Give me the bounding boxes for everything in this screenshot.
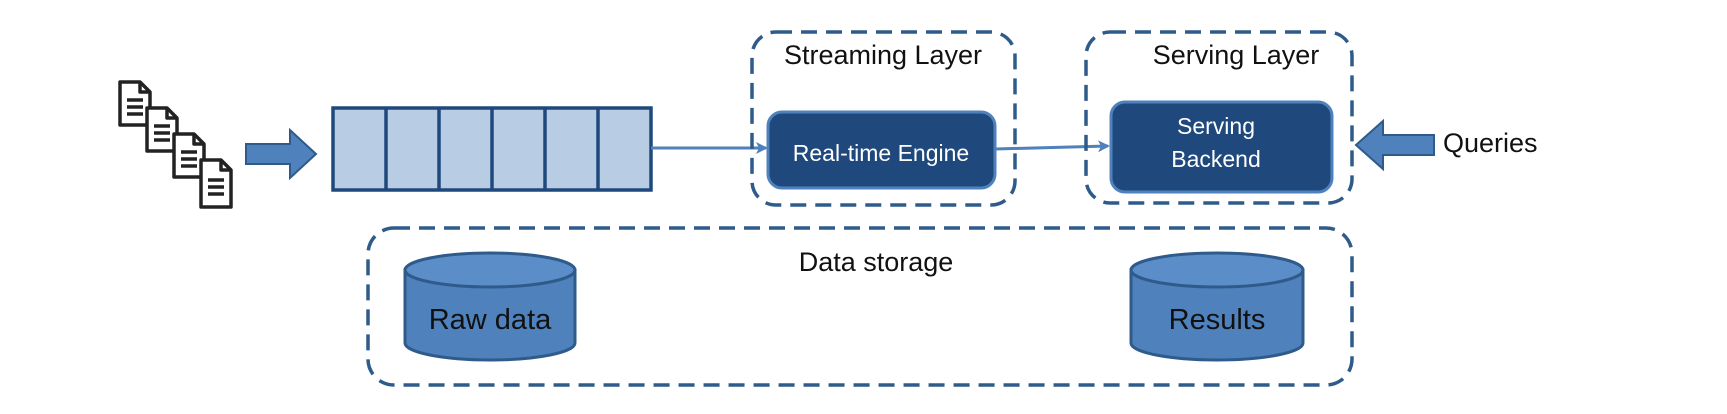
- streaming-layer-title: Streaming Layer: [784, 40, 982, 70]
- streaming-layer-container: [750, 30, 1017, 207]
- serving-layer-title: Serving Layer: [1153, 40, 1320, 70]
- serving-backend-label-line2: Backend: [1171, 146, 1261, 172]
- data-storage-title: Data storage: [799, 247, 954, 277]
- real-time-engine-box: [766, 110, 997, 190]
- message-queue: [331, 106, 653, 192]
- queries-label: Queries: [1443, 128, 1538, 158]
- block-arrow-left-icon: [1354, 118, 1435, 172]
- document-icon: [199, 158, 233, 209]
- raw-data-label: Raw data: [429, 304, 552, 336]
- results-label: Results: [1169, 304, 1266, 336]
- data-storage-container: [366, 226, 1354, 387]
- real-time-engine-label: Real-time Engine: [793, 140, 969, 166]
- arrow-engine-to-backend: [994, 140, 1110, 153]
- block-arrow-right-icon: [245, 127, 318, 181]
- serving-backend-label-line1: Serving: [1177, 113, 1255, 139]
- serving-layer-container: [1084, 30, 1354, 205]
- serving-backend-box: [1109, 100, 1334, 194]
- results-cylinder: [1129, 251, 1305, 362]
- document-stack-icon: [118, 80, 233, 209]
- raw-data-cylinder: [403, 251, 577, 362]
